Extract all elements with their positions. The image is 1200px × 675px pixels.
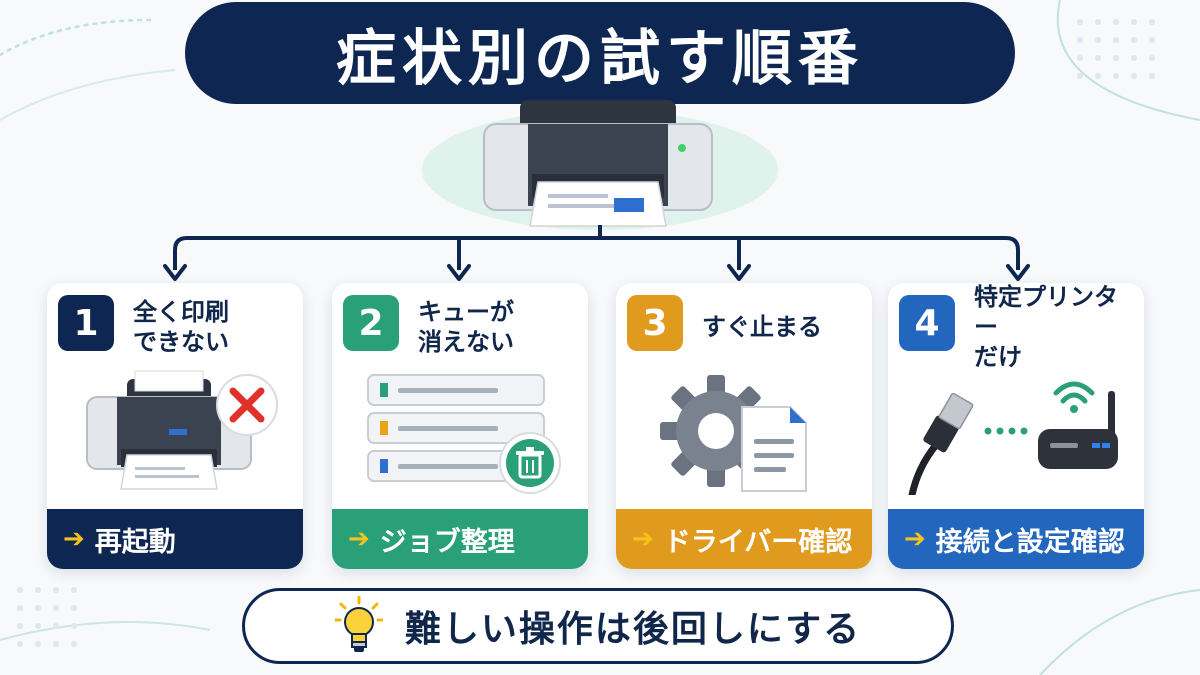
step-number: 3 — [627, 295, 683, 351]
action-label: 接続と設定確認 — [935, 526, 1125, 558]
action-label: 再起動 — [94, 526, 176, 558]
queue-delete-icon — [367, 374, 561, 494]
action-label: ジョブ整理 — [379, 526, 515, 558]
step-symptom: 全く印刷 できない — [133, 298, 229, 356]
step-symptom: 特定プリンター だけ — [974, 283, 1118, 371]
step-action-2: ➔ ジョブ整理 — [332, 509, 588, 569]
step-symptom: すぐ止まる — [702, 313, 822, 341]
arrow-right-icon: ➔ — [63, 524, 85, 554]
step-card-4: 4 特定プリンター だけ ➔ 接続と設定確認 — [888, 283, 1144, 569]
printer-error-icon — [86, 370, 278, 490]
action-label: ドライバー確認 — [663, 526, 853, 558]
usb-router-icon — [908, 381, 1118, 495]
step-symptom: キューが 消えない — [418, 298, 514, 356]
tip-banner: 難しい操作は後回しにする — [242, 588, 954, 664]
arrow-right-icon: ➔ — [904, 524, 926, 554]
arrow-right-icon: ➔ — [632, 524, 654, 554]
step-action-3: ➔ ドライバー確認 — [616, 509, 872, 569]
arrow-right-icon: ➔ — [348, 524, 370, 554]
step-card-1: 1 全く印刷 できない ➔ 再起動 — [47, 283, 303, 569]
step-number: 2 — [343, 295, 399, 351]
tip-text: 難しい操作は後回しにする — [404, 609, 862, 650]
title-banner: 症状別の試す順番 — [185, 2, 1015, 104]
lightbulb-icon — [334, 596, 383, 652]
step-card-2: 2 キューが 消えない ➔ ジョブ整理 — [332, 283, 588, 569]
step-card-3: 3 すぐ止まる ➔ ドライバー確認 — [616, 283, 872, 569]
step-number: 1 — [58, 295, 114, 351]
gear-document-icon — [660, 375, 807, 492]
step-action-4: ➔ 接続と設定確認 — [888, 509, 1144, 569]
step-action-1: ➔ 再起動 — [47, 509, 303, 569]
step-number: 4 — [899, 295, 955, 351]
printer-icon — [422, 100, 778, 230]
page-title: 症状別の試す順番 — [336, 23, 864, 94]
